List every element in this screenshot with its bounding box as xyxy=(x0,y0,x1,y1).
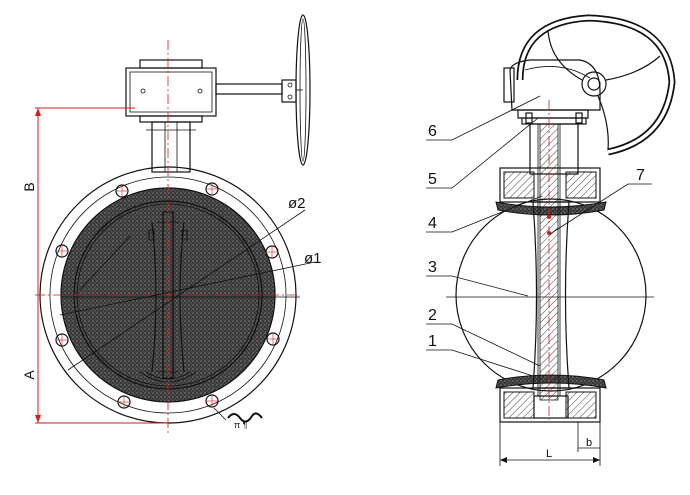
lower-hub-side xyxy=(499,387,601,423)
dimension-label-a: A xyxy=(21,370,37,380)
callout-7: 7 xyxy=(636,167,645,184)
bolt-hole xyxy=(265,245,279,259)
bolt-hole xyxy=(117,395,131,409)
bolt-hole xyxy=(266,332,280,346)
height-dimensions xyxy=(35,107,168,424)
side-view: L b 6 5 4 3 2 1 7 xyxy=(426,14,676,466)
valve-neck-front xyxy=(146,121,196,173)
bolt-hole xyxy=(55,244,69,258)
diameter-1-leader xyxy=(59,261,316,316)
bolt-hole xyxy=(115,184,129,198)
callout-6: 6 xyxy=(428,123,437,140)
bolt-holes-front xyxy=(55,182,280,409)
callout-5: 5 xyxy=(428,171,437,188)
diameter-label-1: ø1 xyxy=(304,250,322,267)
callout-1: 1 xyxy=(428,333,437,350)
gear-operator-front xyxy=(125,59,283,123)
dimension-label-l: L xyxy=(546,448,552,460)
bolt-hole xyxy=(55,333,69,347)
diameter-2-leader xyxy=(67,209,306,371)
diameter-label-2: ø2 xyxy=(288,195,306,212)
bolt-hole xyxy=(205,394,219,408)
callout-3: 3 xyxy=(428,259,437,276)
pin-marker xyxy=(547,215,551,219)
dimension-label-b: B xyxy=(21,182,37,191)
callout-leaders xyxy=(426,95,652,377)
handwheel-front xyxy=(281,14,311,166)
width-dimensions xyxy=(499,422,601,466)
callout-2: 2 xyxy=(428,307,437,324)
front-view: B A ø2 ø1 π ¶ xyxy=(21,14,322,435)
callout-4: 4 xyxy=(428,215,437,232)
signature-text: π ¶ xyxy=(234,420,248,430)
bore-leader xyxy=(79,235,131,291)
body-column-side xyxy=(532,123,570,401)
signature-mark: π ¶ xyxy=(213,407,263,430)
pin-marker xyxy=(547,231,551,235)
bolt-hole xyxy=(205,182,219,196)
dimension-label-b-small: b xyxy=(586,437,592,449)
